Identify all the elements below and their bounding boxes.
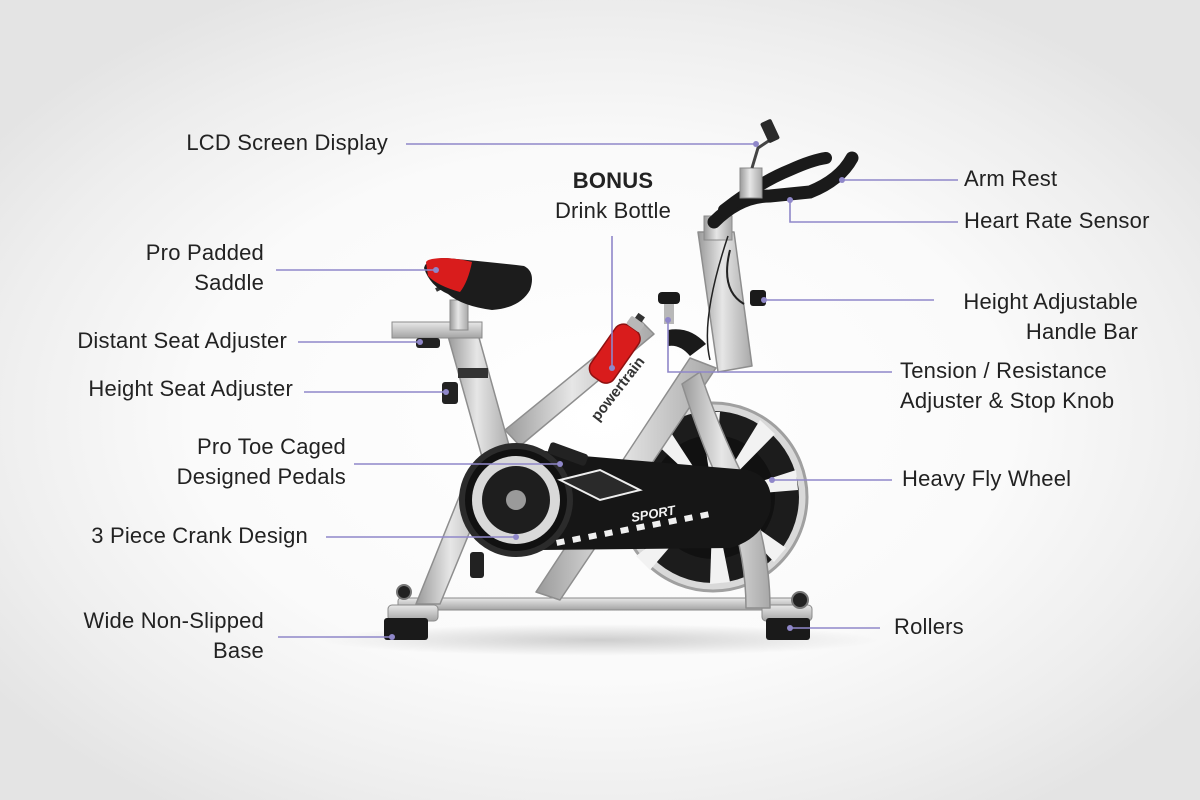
handlebar-assembly [703,119,859,361]
ground-shadow [320,624,880,656]
label-line: Height Seat Adjuster [88,376,293,401]
pedal-rear [470,552,484,578]
lcd-screen [760,119,780,143]
label-lcd-screen-display: LCD Screen Display [186,128,388,158]
leader-tension [667,320,892,373]
height-seat-knob [442,382,458,404]
base-frame [384,584,813,640]
roller-wheel [791,591,809,609]
label-line: Pro Padded [145,240,264,265]
chain-guard: SPORT [459,442,772,578]
label-line: Drink Bottle [554,198,672,223]
label-bonus-drink-bottle: BONUS Drink Bottle [536,166,690,226]
leader-heart-rate [789,200,958,223]
label-line: LCD Screen Display [186,130,388,155]
label-line: Heavy Fly Wheel [902,466,1072,491]
leader-lines [276,143,958,638]
label-line: Heart Rate Sensor [964,208,1150,233]
label-line: Tension / Resistance [900,358,1107,383]
label-distant-seat-adjuster: Distant Seat Adjuster [77,326,287,356]
label-line: Base [213,638,264,663]
drink-bottle [588,312,645,384]
label-line: Designed Pedals [176,464,346,489]
label-tension-resistance-adjuster: Tension / Resistance Adjuster & Stop Kno… [900,356,1114,416]
label-line: Arm Rest [964,166,1058,191]
label-height-seat-adjuster: Height Seat Adjuster [88,374,293,404]
label-heart-rate-sensor: Heart Rate Sensor [964,206,1150,236]
label-heavy-fly-wheel: Heavy Fly Wheel [902,464,1071,494]
label-pro-toe-caged-pedals: Pro Toe Caged Designed Pedals [177,432,346,492]
label-pro-padded-saddle: Pro Padded Saddle [146,238,264,298]
label-arm-rest: Arm Rest [964,164,1057,194]
saddle-red-insert [426,258,472,292]
label-line: Rollers [894,614,964,639]
label-line: Wide Non-Slipped [83,608,264,633]
label-3-piece-crank-design: 3 Piece Crank Design [91,521,308,551]
label-line: Distant Seat Adjuster [77,328,287,353]
label-wide-non-slipped-base: Wide Non-Slipped Base [83,606,264,666]
label-line: Handle Bar [1025,319,1138,344]
label-rollers: Rollers [894,612,964,642]
label-line: Pro Toe Caged [197,434,346,459]
leader-dots [389,141,845,640]
tension-knob [658,292,706,356]
bonus-title: BONUS [572,168,654,193]
pedal-front [547,442,589,466]
label-height-adjustable-handle-bar: Height Adjustable Handle Bar [963,287,1138,347]
chain-guard-dashes [556,511,710,546]
label-line: Adjuster & Stop Knob [900,388,1115,413]
base-foot-left [384,618,428,640]
label-line: 3 Piece Crank Design [91,523,308,548]
label-line: Height Adjustable [963,289,1138,314]
label-line: Saddle [194,270,264,295]
seat-assembly [391,258,532,404]
